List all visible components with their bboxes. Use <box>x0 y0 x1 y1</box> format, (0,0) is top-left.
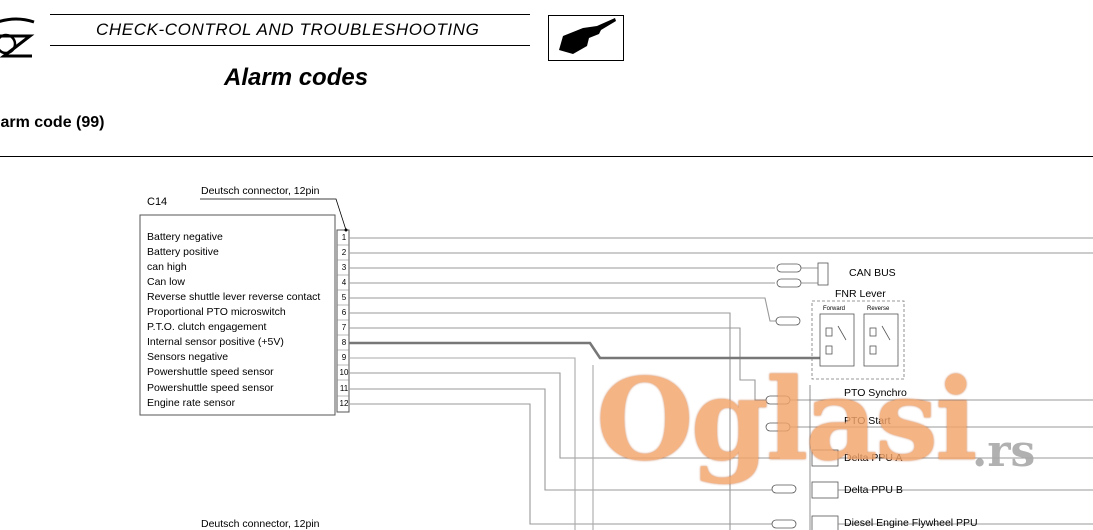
can-bus-label: CAN BUS <box>849 267 896 279</box>
pin-label: P.T.O. clutch engagement <box>147 321 267 333</box>
connector-name: C14 <box>147 196 168 208</box>
pin-number: 3 <box>341 263 347 272</box>
pin-number: 4 <box>341 278 347 287</box>
pin-number: 12 <box>339 399 349 408</box>
connector-type-label-bottom: Deutsch connector, 12pin <box>201 518 320 530</box>
page-title: Alarm codes <box>224 64 369 91</box>
pin-number: 9 <box>341 353 347 362</box>
pto-synchro-label: PTO Synchro <box>844 387 907 399</box>
watermark-domain: .rs <box>972 426 1036 477</box>
delta-ppu-b-label: Delta PPU B <box>844 484 903 496</box>
pointing-hand-icon <box>548 15 624 61</box>
pin-number: 6 <box>341 308 347 317</box>
pin-number: 8 <box>341 338 347 347</box>
pin-label: Proportional PTO microswitch <box>147 306 286 318</box>
pin-label: Reverse shuttle lever reverse contact <box>147 291 321 303</box>
watermark-logo: Oglasi <box>596 355 978 486</box>
pin-label: Powershuttle speed sensor <box>147 366 274 378</box>
pin-number: 10 <box>339 368 349 377</box>
fnr-forward-label: Forward <box>823 306 846 312</box>
pin-label: Powershuttle speed sensor <box>147 382 274 394</box>
pin-label: Engine rate sensor <box>147 397 236 409</box>
header-rule-bottom <box>50 45 530 46</box>
pin-number: 5 <box>341 293 347 302</box>
pin-number: 11 <box>339 384 349 393</box>
pin-label: Battery negative <box>147 231 223 243</box>
pin-label: Can low <box>147 276 185 288</box>
brand-logo-icon <box>0 14 38 67</box>
pin-label: Battery positive <box>147 246 219 258</box>
fnr-reverse-label: Reverse <box>867 306 890 312</box>
fnr-lever-label: FNR Lever <box>835 288 886 300</box>
pto-start-label: PTO Start <box>844 415 891 427</box>
header-rule-top <box>50 14 530 15</box>
diesel-ppu-label: Diesel Engine Flywheel PPU <box>844 517 978 529</box>
pin-label: can high <box>147 261 187 273</box>
pin-number: 1 <box>341 233 347 242</box>
pin-label: Internal sensor positive (+5V) <box>147 336 284 348</box>
section-divider <box>0 156 1093 157</box>
delta-ppu-a-label: Delta PPU A <box>844 452 903 464</box>
section-label: larm code (99) <box>0 114 105 131</box>
header-title: CHECK-CONTROL AND TROUBLESHOOTING <box>96 20 480 39</box>
pin-label: Sensors negative <box>147 351 229 363</box>
connector-type-label-top: Deutsch connector, 12pin <box>201 185 320 197</box>
pin-number: 7 <box>341 323 347 332</box>
pin-number: 2 <box>341 248 347 257</box>
